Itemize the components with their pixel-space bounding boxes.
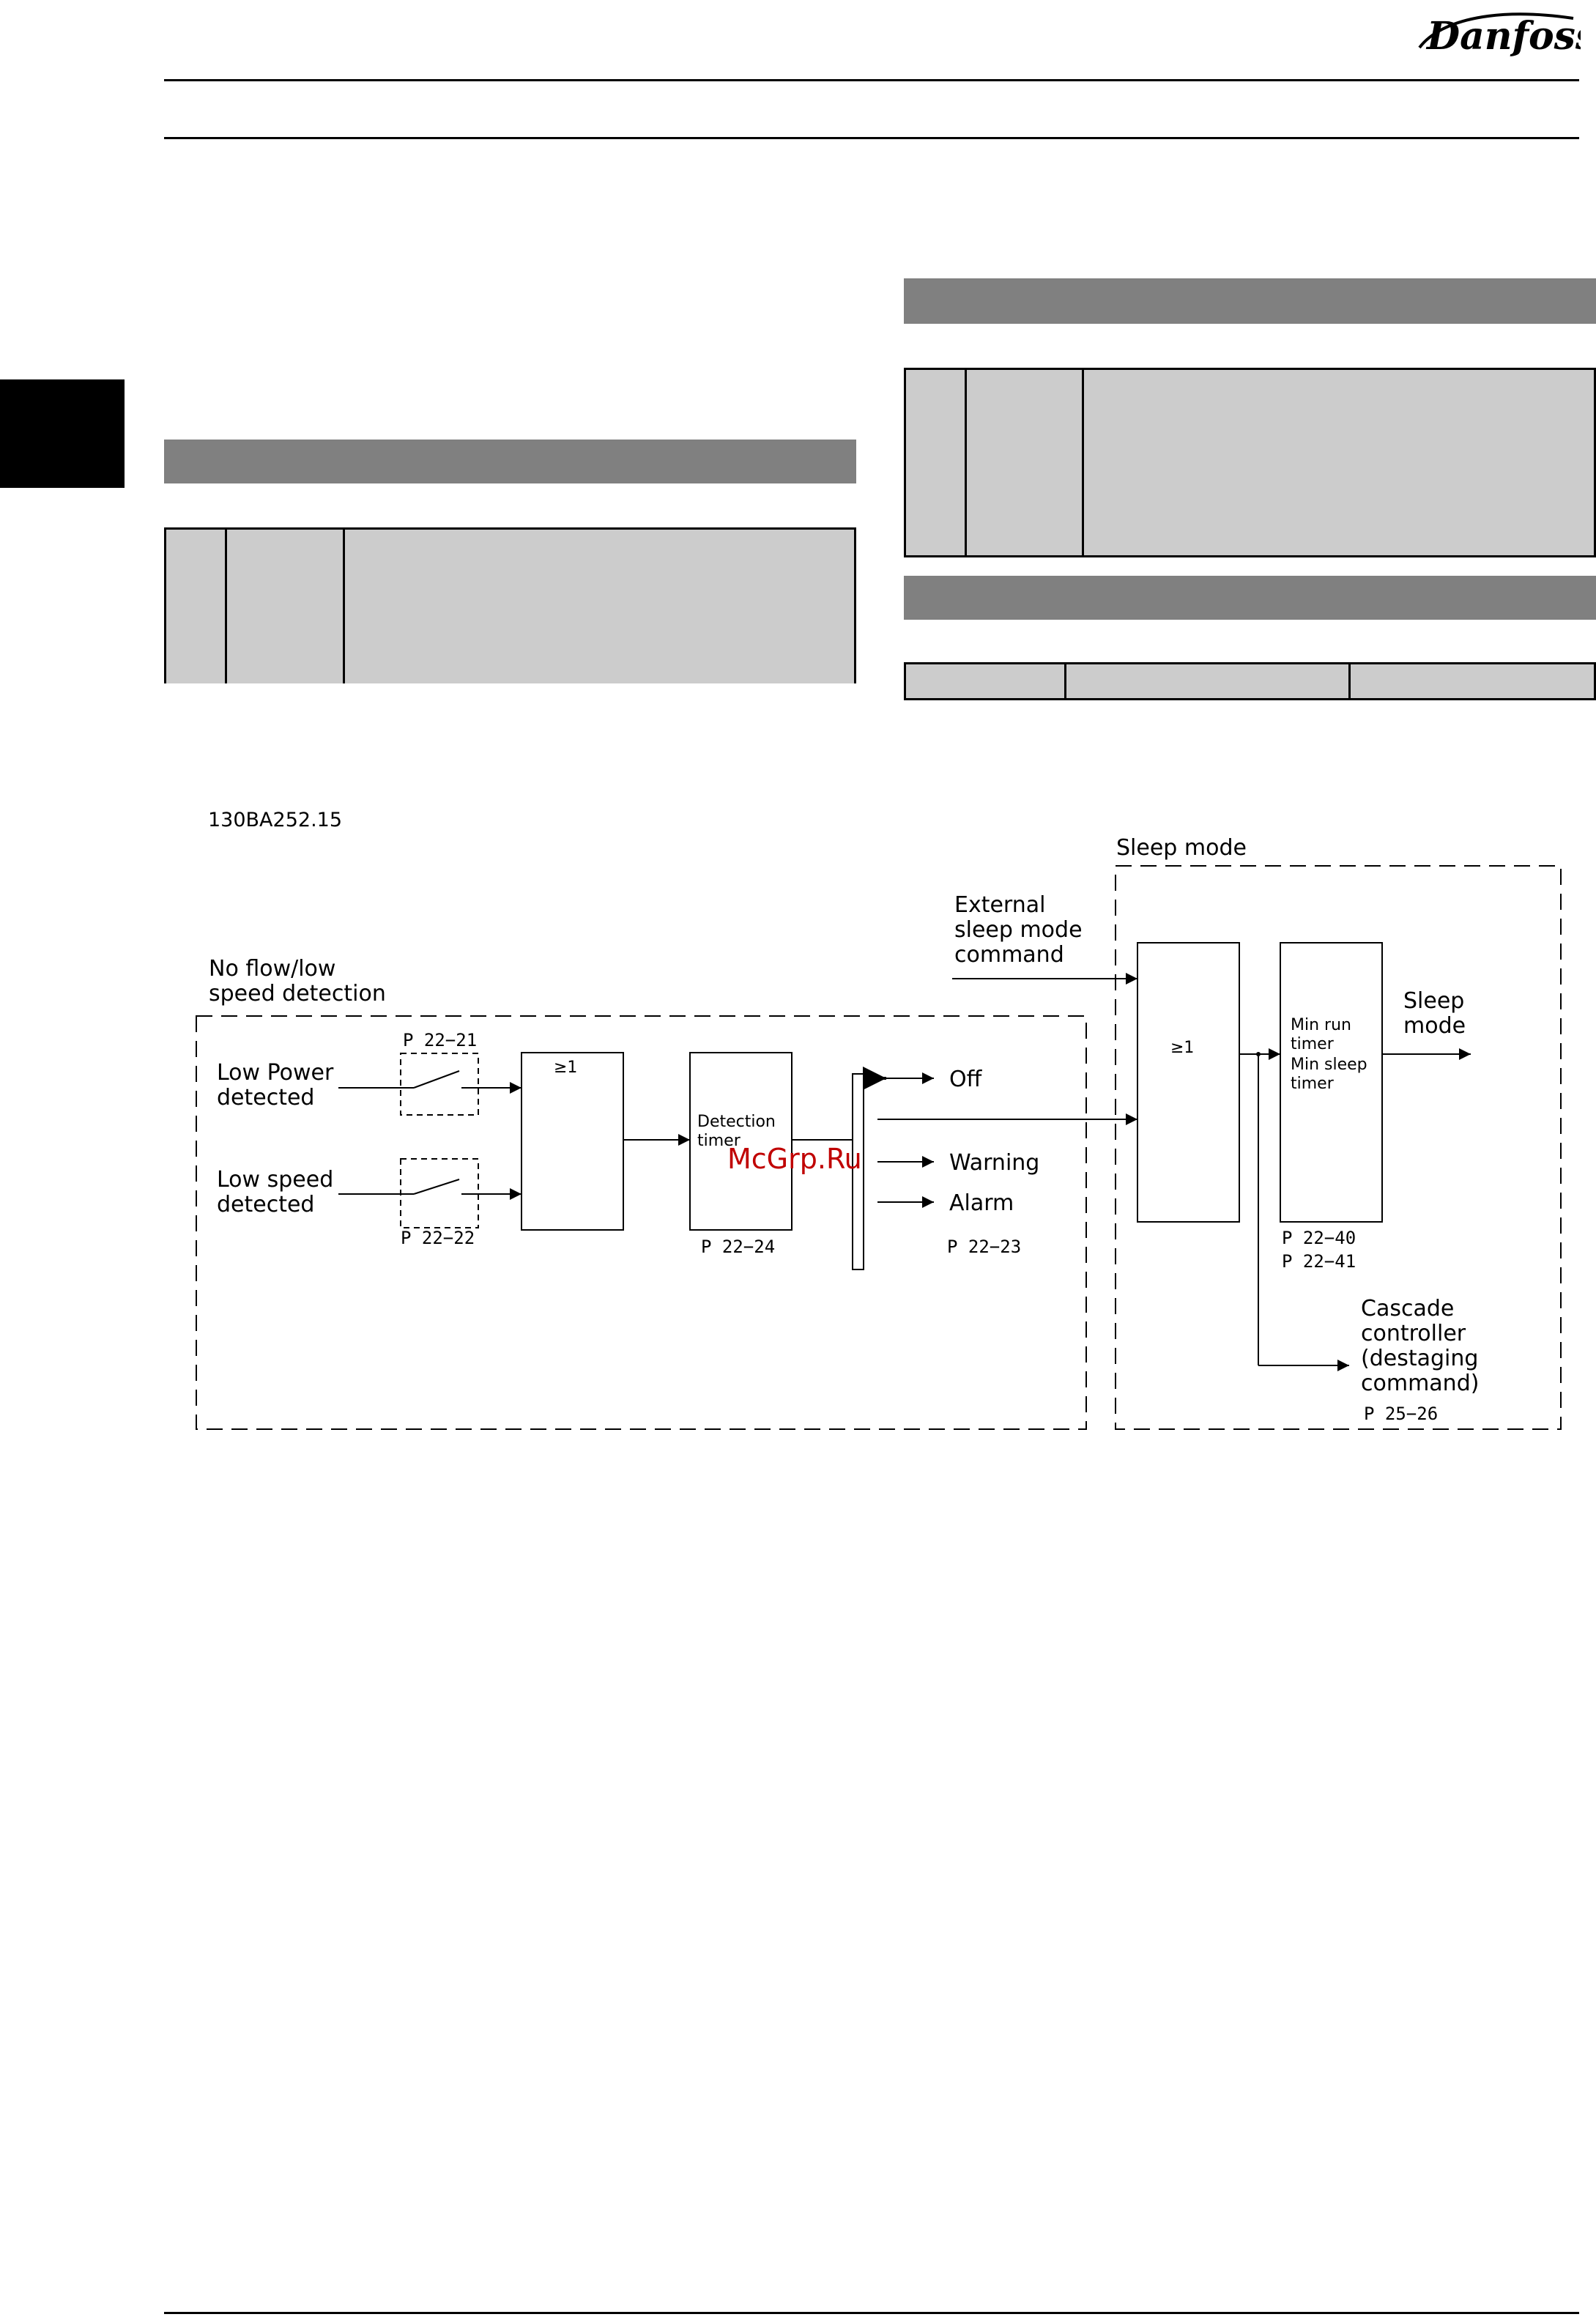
low-speed-label-2: detected: [217, 1192, 314, 1217]
selector-bar: [852, 1073, 864, 1270]
or-gate-1-label: ≥1: [554, 1059, 577, 1077]
right-table-2-body: [904, 664, 1596, 698]
cascade-label-3: (destaging: [1361, 1346, 1478, 1371]
timer-label-1: Min run: [1291, 1016, 1351, 1034]
or-gate-1: [521, 1052, 624, 1231]
left-table-body: [164, 530, 856, 683]
figure-id: 130BA252.15: [208, 809, 342, 831]
danfoss-logo: Danfoss: [1418, 12, 1581, 59]
detection-timer-label-2: timer: [697, 1132, 741, 1150]
cascade-label-1: Cascade: [1361, 1296, 1454, 1321]
output-warning: Warning: [949, 1150, 1039, 1176]
p2223-label: P 22−23: [947, 1237, 1021, 1257]
no-flow-group-label-2: speed detection: [209, 981, 386, 1006]
timer-label-3: Min sleep: [1291, 1056, 1367, 1074]
sleep-mode-group-label: Sleep mode: [1116, 835, 1247, 861]
sleep-mode-group-box: [1115, 865, 1562, 1430]
timer-label-2: timer: [1291, 1035, 1335, 1053]
logo-wordmark: Danfoss: [1425, 14, 1581, 59]
p2221-label: P 22−21: [403, 1030, 477, 1050]
low-speed-label-1: Low speed: [217, 1167, 333, 1193]
low-power-label-2: detected: [217, 1085, 314, 1111]
external-label-1: External: [954, 892, 1045, 918]
right-table-2-header: [904, 576, 1596, 620]
cascade-label-2: controller: [1361, 1321, 1466, 1346]
right-table-1-body: [904, 370, 1596, 555]
detection-timer-label-1: Detection: [697, 1113, 776, 1131]
detection-timer-box: [689, 1052, 793, 1231]
or-gate-2-label: ≥1: [1170, 1039, 1194, 1057]
no-flow-group-box: [196, 1015, 1087, 1430]
sleep-output-label-2: mode: [1403, 1013, 1466, 1039]
external-label-2: sleep mode: [954, 917, 1083, 943]
no-flow-group-label-1: No flow/low: [209, 956, 335, 982]
sleep-mode-block-diagram: 130BA252.15 No flow/low speed detection …: [196, 809, 1562, 1430]
min-run-sleep-timer-box: [1280, 942, 1383, 1223]
header-rule-top: [164, 79, 1579, 81]
footer-rule: [164, 2312, 1579, 2314]
sleep-output-label-1: Sleep: [1403, 988, 1464, 1014]
chapter-tab: [0, 379, 125, 488]
p2224-label: P 22−24: [701, 1237, 775, 1257]
header-rule-bottom: [164, 137, 1579, 139]
p2222-label: P 22−22: [401, 1228, 475, 1248]
p2526-label: P 25−26: [1364, 1404, 1438, 1424]
left-table-header: [164, 440, 856, 483]
cascade-label-4: command): [1361, 1371, 1479, 1396]
p2240-label: P 22−40: [1282, 1228, 1356, 1248]
p2241-label: P 22−41: [1282, 1251, 1356, 1272]
timer-label-4: timer: [1291, 1075, 1335, 1093]
or-gate-2: [1137, 942, 1240, 1223]
right-table-1-header: [904, 278, 1596, 324]
output-off: Off: [949, 1067, 983, 1092]
watermark: McGrp.Ru: [727, 1143, 862, 1175]
external-label-3: command: [954, 942, 1064, 968]
output-alarm: Alarm: [949, 1190, 1014, 1216]
switch-p2221-box: [400, 1053, 479, 1116]
low-power-label-1: Low Power: [217, 1060, 334, 1086]
